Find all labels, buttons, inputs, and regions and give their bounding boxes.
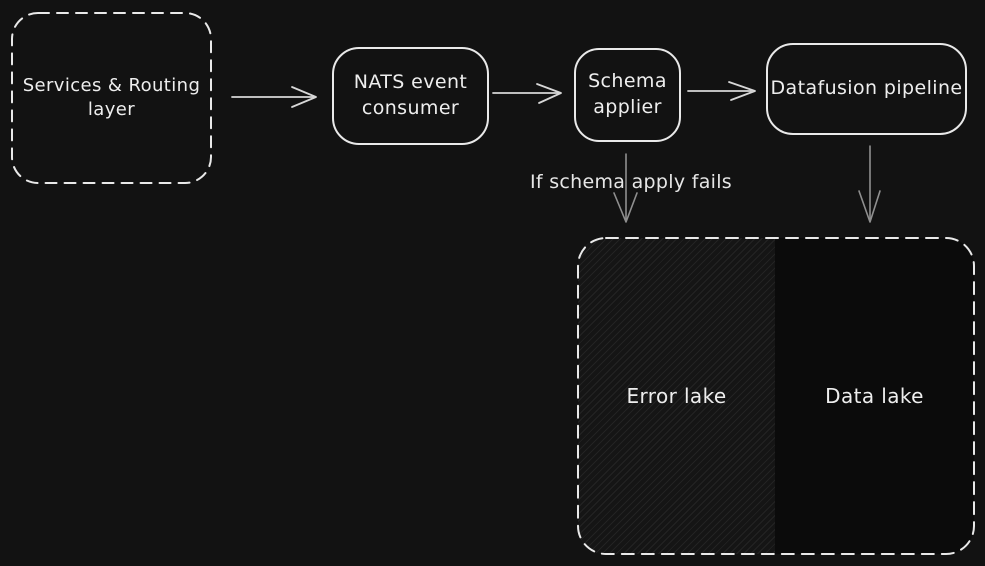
node-label-error-lake: Error lake [626,383,727,408]
connector-arrow-datafusion-to-data-lake [858,145,881,223]
node-label-schema-applier: Schema applier [588,70,667,118]
connector-arrow-schema-to-datafusion [687,81,756,101]
connector-arrow-services-to-nats [231,86,317,108]
edge-condition-label: If schema apply fails [529,171,732,193]
node-label-data-lake: Data lake [825,383,924,408]
node-label-datafusion-pipeline: Datafusion pipeline [770,77,963,100]
node-label-services-routing: Services & Routing layer [22,74,201,120]
node-label-nats-consumer: NATS event consumer [353,71,468,119]
connector-arrow-nats-to-schema [492,83,562,104]
